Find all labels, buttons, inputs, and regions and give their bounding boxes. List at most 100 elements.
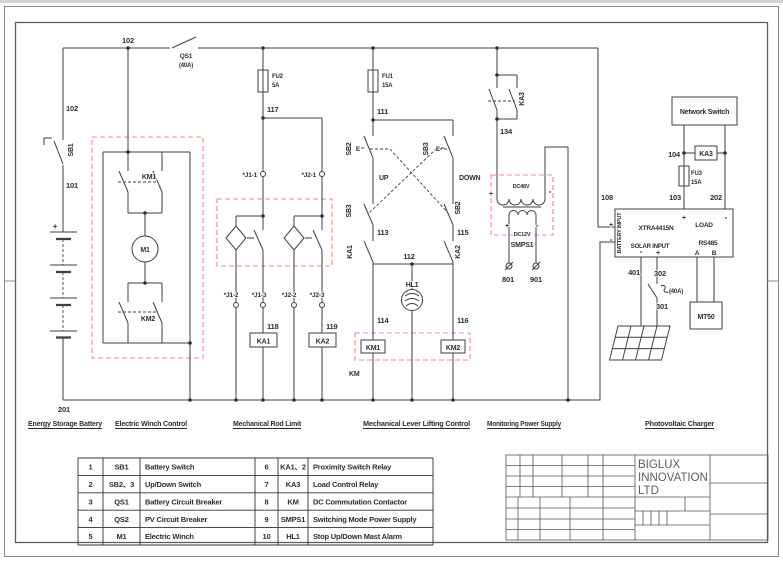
network-switch-box [671,96,738,126]
km2-coil-label: KM2 [446,345,460,352]
load-plus: + [682,215,686,222]
km1-contact-label: KM1 [142,174,156,181]
node-134: 134 [500,127,513,136]
smps1-label: SMPS1 [511,242,534,249]
bottom-bus [63,241,615,401]
transformer-secondary [508,210,537,216]
contactor-km2-box [440,339,466,354]
qs2-breaker-glyph [660,284,669,293]
battery-rail [43,48,77,400]
node-102-top: 102 [122,36,134,45]
section-electric-winch-control: Electric Winch Control [115,419,187,428]
legend-code: SB1 [115,463,129,472]
solar-input-label: SOLAR INPUT [631,244,670,250]
j1-1-label: *J1-1 [242,172,257,179]
battery-input-minus: - [610,235,613,244]
terminal-901-slash [531,261,541,271]
fuse-fu1 [367,69,379,93]
mt50-box [689,301,723,330]
j2-2-label: *J2-2 [282,292,297,299]
km-group-label: KM [349,371,360,378]
legend-code: SMPS1 [281,515,305,524]
solar-minus: - [640,247,643,256]
company-line-3: LTD [638,485,659,497]
node-115: 115 [457,228,469,237]
ka1-contact-label: KA1 [347,245,354,259]
transformer-primary [496,198,546,206]
section-photovoltaic-charger: Photovoltaic Charger [645,419,714,428]
sb2-lower-label: SB2 [455,201,462,214]
hl1-label: HL1 [406,282,419,289]
node-101: 101 [66,181,78,190]
e-actuator-2: E [436,146,441,153]
proximity-sensor-1 [225,225,247,251]
qs1-blade [171,36,197,49]
winch-control-box [91,136,204,359]
km2-contact-label: KM2 [141,316,155,323]
motor-m1-circle [131,235,159,263]
top-strip [0,0,783,3]
node-201: 201 [58,405,70,414]
j2-3-label: *J2-3 [310,292,325,299]
legend-num: 1 [89,463,93,472]
legend-code: M1 [116,532,126,541]
sb3-upper-label: SB3 [423,142,430,155]
sb2-upper-label: SB2 [346,142,353,155]
schematic-labels: 102 QS1 (40A) 102 SB1 101 + 201 KM1 M1 K… [52,35,730,414]
top-bus [63,47,615,228]
ka3-contact-label: KA3 [519,92,526,106]
lever-lifting-wires [363,48,454,400]
legend-desc: PV Circuit Breaker [145,515,208,524]
rod-limit-box [216,198,333,267]
terminal-j1-1 [260,171,266,177]
symbols [131,69,738,361]
company-line-2: INNOVATION [638,472,708,484]
legend-desc: Load Control Relay [313,480,379,489]
node-118: 118 [267,322,279,331]
ka2-coil-label: KA2 [316,339,330,346]
legend-num: 5 [89,532,93,541]
legend-desc: Battery Circuit Breaker [145,497,222,506]
proximity-sensor-2 [283,225,305,251]
battery-plates-short [56,237,71,339]
node-302: 302 [654,269,666,278]
rs485-label: RS485 [699,240,718,247]
legend-code: KM [287,497,298,506]
km1-coil-label: KM1 [366,345,380,352]
legend-num: 7 [265,480,269,489]
legend-desc: Electric Winch [145,532,194,541]
legend-num: 10 [263,532,271,541]
network-switch-label: Network Switch [680,109,729,116]
node-117: 117 [267,105,279,114]
alarm-hl1-circle [401,289,423,311]
legend-desc: DC Commutation Contactor [313,497,407,506]
fu2-rating: 5A [272,83,280,89]
section-monitoring-power-supply: Monitoring Power Supply [487,419,562,428]
section-mechanical-rod-limit: Mechanical Rod Limit [233,419,302,428]
legend-code: QS2 [114,515,128,524]
ka2-contact-label: KA2 [455,245,462,259]
qs2-rating: (40A) [669,289,683,295]
legend-table: 1 SB1 Battery Switch 6 KA1、2 Proximity S… [77,457,434,546]
legend-desc: Up/Down Switch [145,480,202,489]
title-block: BIGLUX INNOVATION LTD [505,454,769,541]
legend-desc: Stop Up/Down Mast Alarm [313,532,402,541]
battery-input-label: BATTERY INPUT [617,212,623,254]
j2-1-label: *J2-1 [301,172,316,179]
terminal-j2-3 [319,302,325,308]
j1-3-label: *J1-3 [252,292,267,299]
mechanical-links [118,100,515,313]
node-111: 111 [377,107,388,116]
junction-dots [126,46,727,402]
monitor-wires [488,48,569,400]
j1-2-label: *J1-2 [224,292,239,299]
relay-ka3-box [694,145,718,161]
company-line-1: BIGLUX [638,459,681,471]
legend-code: HL1 [286,532,300,541]
down-label: DOWN [459,175,481,182]
legend-code: QS1 [114,497,128,506]
section-mechanical-lever-lifting-control: Mechanical Lever Lifting Control [363,419,470,428]
secondary-minus: - [536,221,539,230]
